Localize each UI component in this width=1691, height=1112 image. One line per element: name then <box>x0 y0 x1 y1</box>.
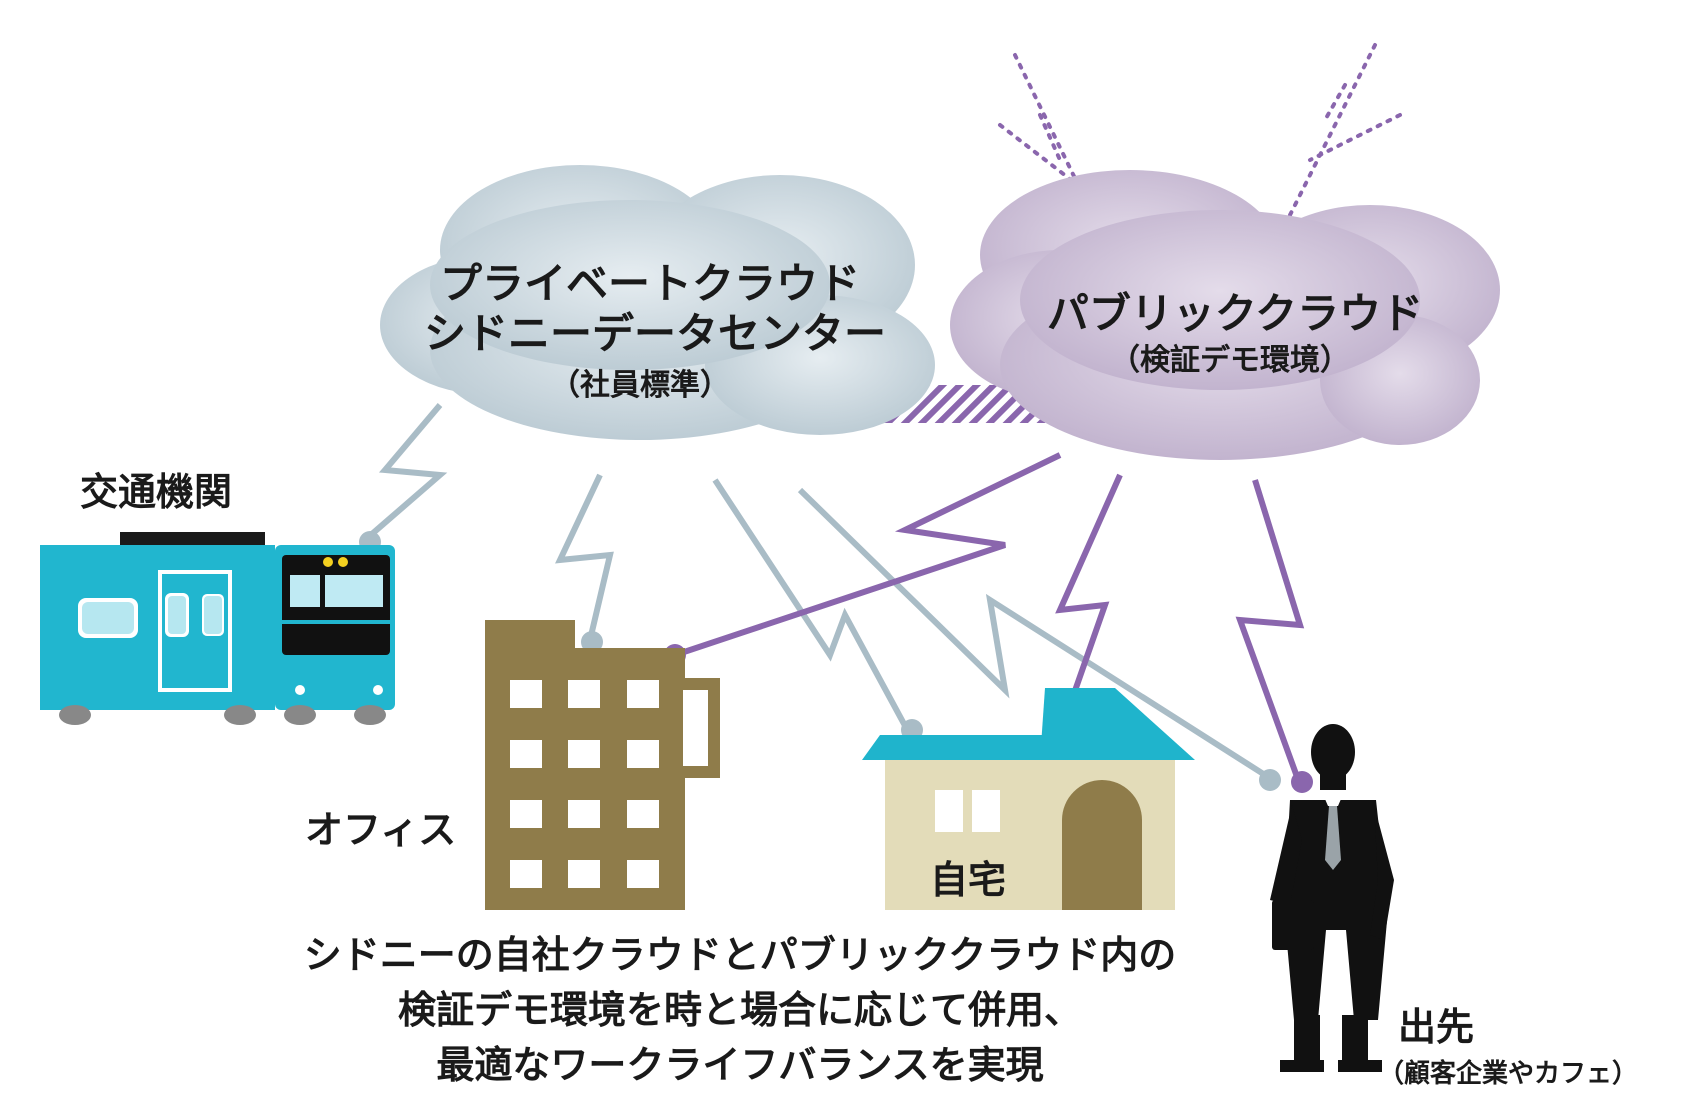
link-private-home <box>712 478 913 737</box>
private-cloud-subtitle: （社員標準） <box>550 368 730 403</box>
public-cloud-title: パブリッククラウド <box>1047 289 1423 338</box>
link-public-home <box>1055 473 1123 706</box>
link-public-office <box>674 452 1062 658</box>
link-public-client <box>1235 479 1305 787</box>
house-icon <box>862 688 1195 910</box>
private-cloud-title-line2: シドニーデータセンター <box>424 309 886 358</box>
private-cloud: プライベートクラウド シドニーデータセンター （社員標準） <box>380 165 935 440</box>
cloud-icon <box>380 165 935 440</box>
signal-dots-icon <box>998 43 1402 242</box>
public-cloud-subtitle: （検証デモ環境） <box>1110 343 1350 378</box>
link-private-client <box>797 487 1267 778</box>
link-private-train <box>363 403 448 543</box>
client-site-label: 出先 <box>1398 1005 1474 1049</box>
office-building-icon <box>485 620 720 910</box>
client-site-detail: （顧客企業やカフェ） <box>1378 1058 1638 1089</box>
cloud-icon <box>950 170 1500 460</box>
node-client-public <box>1291 771 1313 793</box>
private-cloud-title-line1: プライベートクラウド <box>440 259 860 308</box>
public-cloud: パブリッククラウド （検証デモ環境） <box>950 170 1500 460</box>
node-client-private <box>1259 769 1281 791</box>
node-office-private <box>581 631 603 653</box>
train-icon <box>40 532 395 725</box>
public-cloud-links <box>674 452 1305 787</box>
caption-line2: 検証デモ環境を時と場合に応じて併用、 <box>398 988 1082 1032</box>
caption-line1: シドニーの自社クラウドとパブリッククラウド内の <box>304 933 1176 977</box>
transport-label: 交通機関 <box>80 470 232 514</box>
office-label: オフィス <box>305 808 456 852</box>
caption-line3: 最適なワークライフバランスを実現 <box>436 1043 1043 1087</box>
businessman-icon <box>1270 724 1394 1072</box>
home-label: 自宅 <box>930 858 1006 902</box>
link-private-office <box>555 473 614 641</box>
private-cloud-links <box>363 403 1267 778</box>
